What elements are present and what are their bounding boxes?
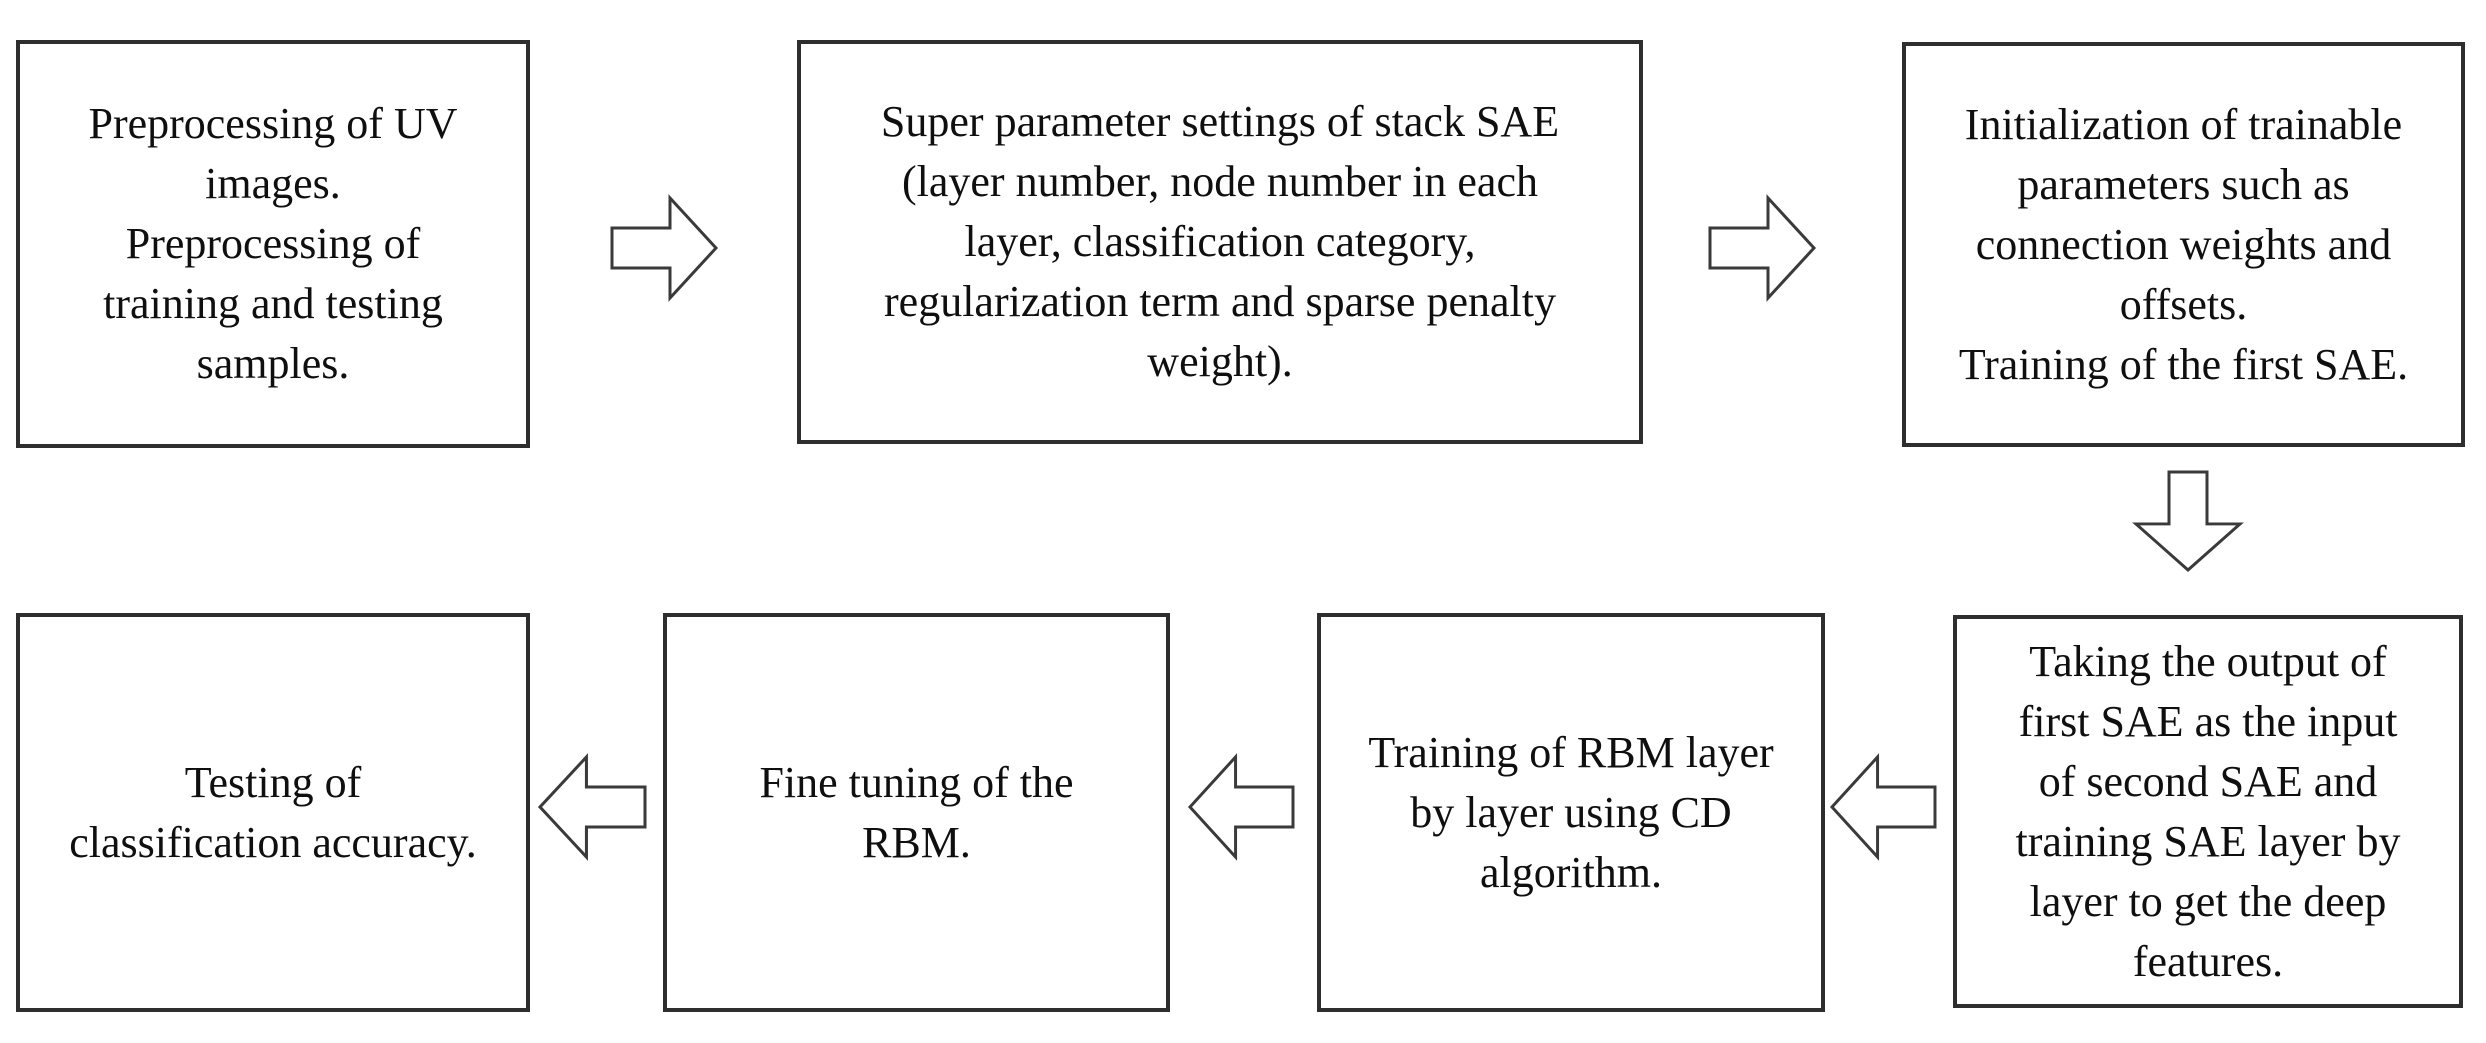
flow-arrow-right-2 bbox=[1708, 194, 1817, 302]
box-text-fine-tuning: Fine tuning of the RBM. bbox=[759, 757, 1074, 867]
flow-box-training-rbm: Training of RBM layer by layer using CD … bbox=[1317, 613, 1825, 1012]
box-text-super-parameter-settings: Super parameter settings of stack SAE (l… bbox=[880, 97, 1560, 386]
box-text-initialization: Initialization of trainable parameters s… bbox=[1958, 99, 2409, 389]
flow-box-fine-tuning: Fine tuning of the RBM. bbox=[663, 613, 1170, 1012]
box-text-taking-output: Taking the output of first SAE as the in… bbox=[2015, 636, 2401, 986]
flow-arrow-left-2 bbox=[1187, 753, 1295, 861]
flow-arrow-right-1 bbox=[610, 194, 719, 302]
flow-arrow-left-1 bbox=[1829, 753, 1937, 861]
box-text-preprocessing: Preprocessing of UV images. Preprocessin… bbox=[88, 99, 458, 388]
flow-box-initialization: Initialization of trainable parameters s… bbox=[1902, 42, 2465, 447]
flow-box-taking-output: Taking the output of first SAE as the in… bbox=[1953, 615, 2463, 1008]
flow-box-testing-accuracy: Testing of classification accuracy. bbox=[16, 613, 530, 1012]
flow-arrow-down bbox=[2132, 470, 2244, 572]
box-text-testing-accuracy: Testing of classification accuracy. bbox=[69, 757, 477, 867]
box-text-training-rbm: Training of RBM layer by layer using CD … bbox=[1368, 727, 1774, 897]
flow-box-super-parameter-settings: Super parameter settings of stack SAE (l… bbox=[797, 40, 1643, 444]
flow-box-preprocessing: Preprocessing of UV images. Preprocessin… bbox=[16, 40, 530, 448]
flow-arrow-left-3 bbox=[537, 753, 647, 861]
